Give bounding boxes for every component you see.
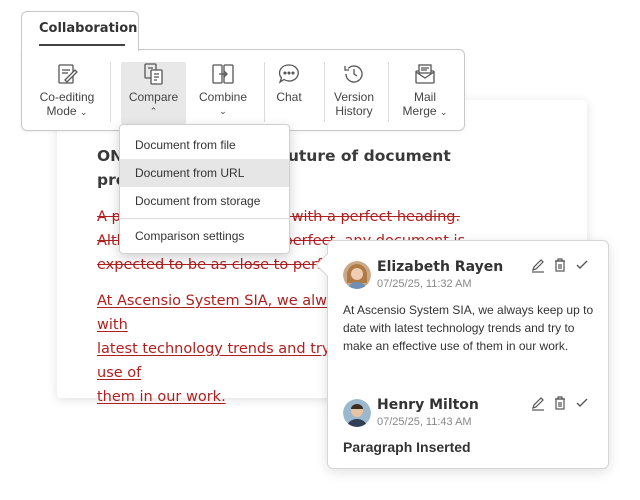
comment-change-summary: Paragraph Inserted: [343, 439, 471, 455]
coediting-mode-button[interactable]: Co-editing Mode ⌄: [32, 62, 102, 124]
chevron-down-icon: ⌄: [439, 107, 448, 117]
history-icon: [344, 65, 363, 83]
toolbar-divider: [324, 62, 325, 122]
menu-divider: [120, 218, 289, 219]
comments-panel: Elizabeth Rayen 07/25/25, 11:32 AM At As…: [315, 240, 609, 469]
comment-actions: [530, 395, 594, 413]
coediting-icon: [58, 64, 78, 84]
version-history-button[interactable]: Version History: [329, 62, 379, 124]
tab-collaboration[interactable]: Collaboration: [21, 11, 139, 51]
delete-icon[interactable]: [552, 257, 568, 273]
button-label-line1: Combine: [198, 90, 248, 104]
comment-date: 07/25/25, 11:32 AM: [377, 278, 472, 290]
tab-active-indicator: [39, 44, 125, 46]
menu-item-document-from-storage[interactable]: Document from storage: [135, 194, 261, 208]
toolbar-divider: [388, 62, 389, 122]
button-label-line1: Chat: [276, 90, 302, 104]
resolve-check-icon[interactable]: [574, 395, 590, 411]
avatar-henry-icon: [343, 399, 371, 427]
chevron-down-icon: ⌄: [219, 106, 227, 116]
comment-text: At Ascensio System SIA, we always keep u…: [343, 303, 594, 353]
comment-date: 07/25/25, 11:43 AM: [377, 416, 472, 428]
resolve-check-icon[interactable]: [574, 257, 590, 273]
avatar: [343, 399, 371, 427]
menu-item-document-from-url[interactable]: Document from URL: [120, 159, 289, 187]
button-label-line2: Mode: [46, 104, 77, 118]
comment-author: Elizabeth Rayen: [377, 259, 504, 275]
inserted-line: them in our work.: [97, 389, 226, 405]
toolbar-divider: [110, 62, 111, 122]
menu-item-document-from-file[interactable]: Document from file: [135, 138, 236, 152]
chat-button[interactable]: Chat: [272, 62, 306, 124]
menu-item-comparison-settings[interactable]: Comparison settings: [135, 229, 245, 243]
combine-icon: [212, 64, 234, 84]
avatar-elizabeth-icon: [343, 261, 371, 289]
edit-icon[interactable]: [530, 395, 546, 411]
delete-icon[interactable]: [552, 395, 568, 411]
collaboration-toolbar: Co-editing Mode ⌄ Compare ⌃ Combine ⌄ Ch…: [21, 49, 465, 131]
button-label-line1: Compare: [128, 90, 179, 104]
mail-merge-button[interactable]: Mail Merge ⌄: [396, 62, 454, 124]
button-label-line1: Co-editing: [39, 90, 95, 104]
button-label-line1: Version: [333, 90, 375, 104]
button-label-line1: Mail: [413, 90, 436, 104]
chat-icon: [278, 64, 299, 84]
tab-label: Collaboration: [39, 21, 138, 36]
compare-dropdown-menu: Document from file Document from URL Doc…: [119, 124, 290, 254]
avatar: [343, 261, 371, 289]
mail-merge-icon: [415, 64, 435, 84]
chevron-up-icon: ⌃: [149, 106, 158, 116]
combine-button[interactable]: Combine ⌄: [194, 62, 252, 124]
comment-actions: [530, 257, 594, 275]
toolbar-divider: [264, 62, 265, 122]
edit-icon[interactable]: [530, 257, 546, 273]
chevron-down-icon: ⌄: [79, 107, 88, 117]
comment-author: Henry Milton: [377, 397, 479, 413]
button-label-line2: Merge: [402, 104, 437, 118]
button-label-line2: History: [335, 104, 373, 118]
compare-icon: [143, 63, 163, 85]
compare-button[interactable]: Compare ⌃: [121, 62, 186, 124]
